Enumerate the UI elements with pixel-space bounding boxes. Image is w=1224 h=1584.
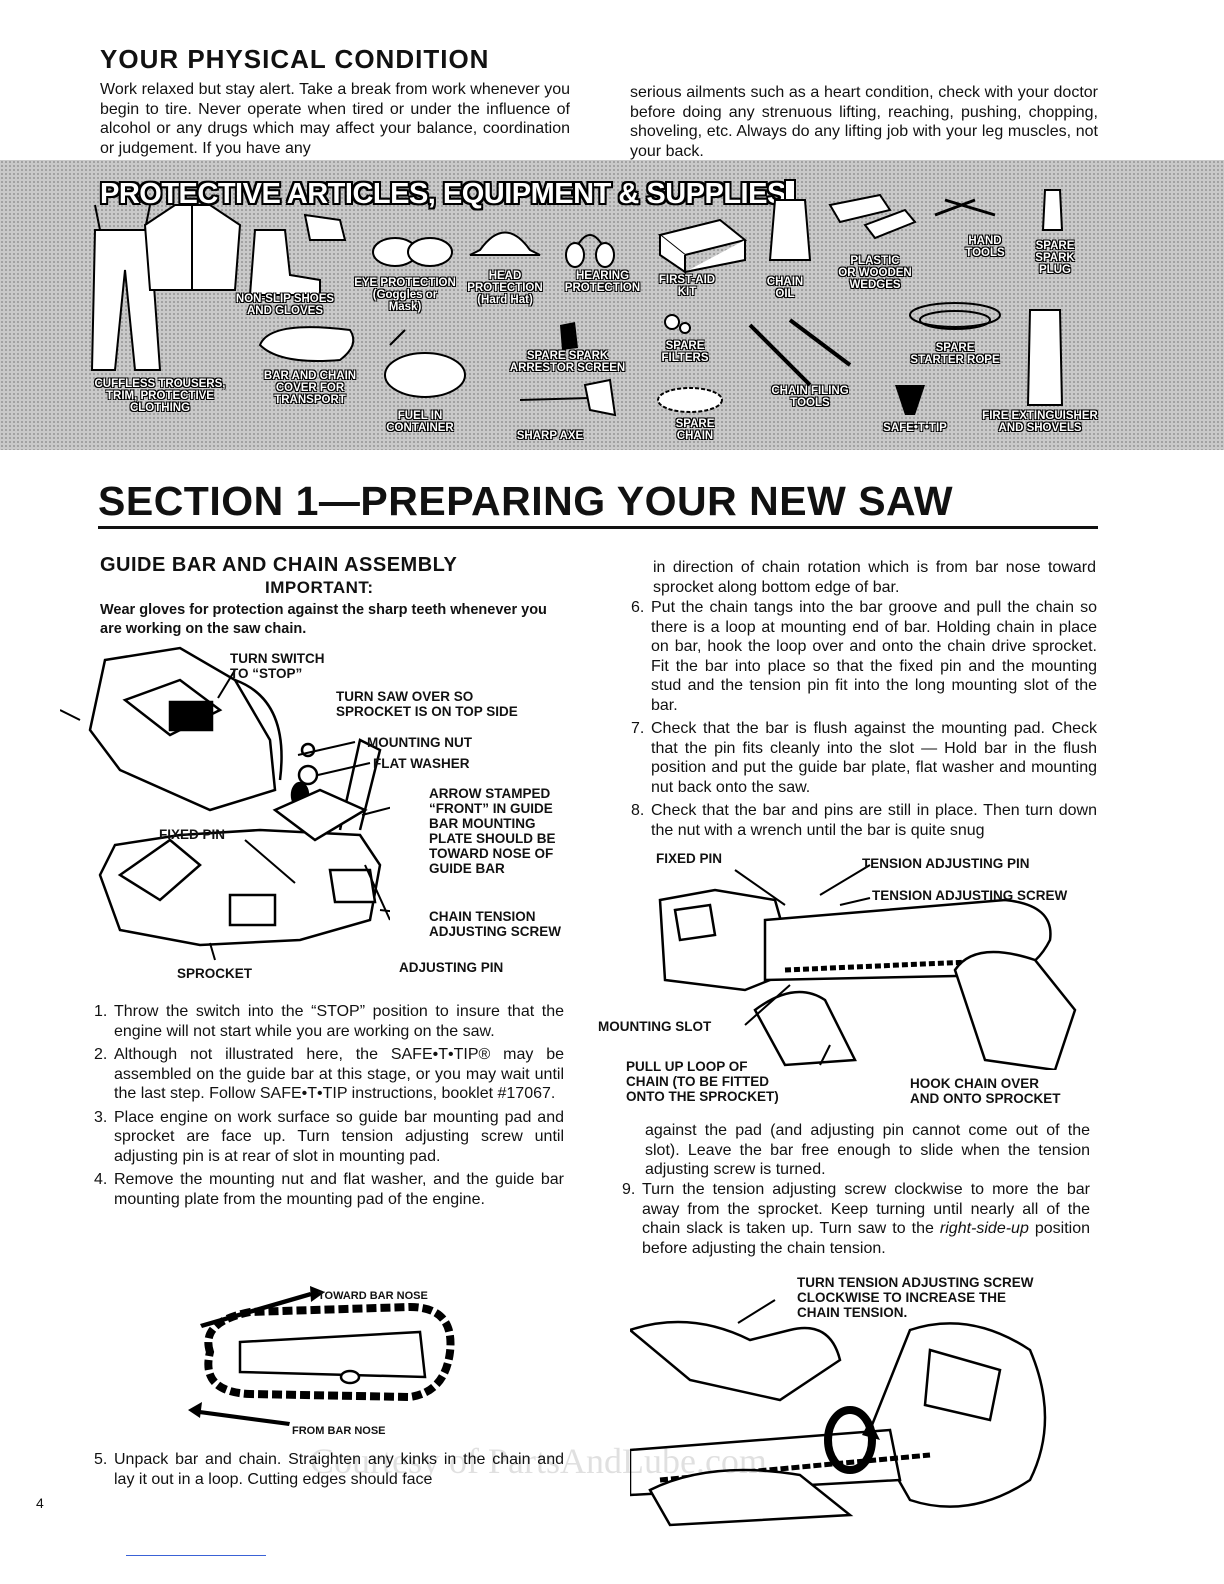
- callout-from-nose: FROM BAR NOSE: [292, 1425, 386, 1437]
- callout-hook-chain: HOOK CHAIN OVER AND ONTO SPROCKET: [910, 1076, 1061, 1106]
- callout-fixed-pin: FIXED PIN: [159, 827, 226, 842]
- callout-turn-switch: TURN SWITCH TO “STOP”: [230, 651, 325, 681]
- callout-mounting-nut: MOUNTING NUT: [367, 735, 472, 750]
- filters-icon: [664, 314, 691, 334]
- section-title: SECTION 1—PREPARING YOUR NEW SAW: [98, 478, 954, 524]
- section-divider: [98, 526, 1098, 529]
- steps-right: 6.Put the chain tangs into the bar groov…: [631, 598, 1097, 844]
- warning-text: Wear gloves for protection against the s…: [100, 602, 547, 637]
- callout-pull-up: PULL UP LOOP OF CHAIN (TO BE FITTED ONTO…: [626, 1059, 779, 1104]
- protective-equipment-banner: PROTECTIVE ARTICLES, EQUIPMENT & SUPPLIE…: [0, 160, 1224, 450]
- callout-right-fixed-pin: FIXED PIN: [656, 851, 723, 866]
- assembly-heading: GUIDE BAR AND CHAIN ASSEMBLY: [100, 554, 458, 576]
- label-bar-cover: BAR AND CHAIN COVER FOR TRANSPORT: [263, 370, 357, 406]
- label-spark-plug: SPARE SPARK PLUG: [1035, 240, 1075, 276]
- label-hand-tools: HAND TOOLS: [965, 235, 1005, 259]
- label-eye: EYE PROTECTION (Goggles or Mask): [354, 277, 456, 313]
- label-starter-rope: SPARE STARTER ROPE: [910, 342, 1000, 366]
- list-item: 9.Turn the tension adjusting screw clock…: [622, 1181, 1091, 1257]
- callout-turn-saw: TURN SAW OVER SO SPROCKET IS ON TOP SIDE: [336, 689, 518, 719]
- physical-condition-title: YOUR PHYSICAL CONDITION: [100, 44, 490, 74]
- bar-cover-icon: [258, 326, 355, 362]
- list-item: 1.Throw the switch into the “STOP” posit…: [94, 1003, 564, 1040]
- goggles-icon: [372, 237, 453, 267]
- jacket-icon: [143, 204, 242, 291]
- callout-arrow-stamped: ARROW STAMPED “FRONT” IN GUIDE BAR MOUNT…: [429, 786, 556, 876]
- label-axe: SHARP AXE: [516, 430, 584, 442]
- axe-icon: [519, 378, 617, 417]
- starter-rope-icon: [909, 302, 1001, 330]
- label-filters: SPARE FILTERS: [661, 340, 709, 364]
- callout-right-tension-pin: TENSION ADJUSTING PIN: [862, 856, 1030, 871]
- file-tools-icon: [748, 318, 852, 387]
- hand-tools-icon: [934, 198, 996, 217]
- label-extinguisher: FIRE EXTINGUISHER AND SHOVELS: [982, 410, 1098, 434]
- step-5: 5.Unpack bar and chain. Straighten any k…: [94, 1450, 564, 1493]
- callout-flat-washer: FLAT WASHER: [373, 756, 470, 771]
- label-fuel: FUEL IN CONTAINER: [386, 410, 454, 434]
- list-item: 5.Unpack bar and chain. Straighten any k…: [94, 1451, 564, 1488]
- callout-chain-tension: CHAIN TENSION ADJUSTING SCREW: [429, 909, 562, 939]
- fire-extinguisher-icon: [1026, 309, 1064, 406]
- first-aid-kit-icon: [657, 218, 748, 274]
- spark-arrestor-icon: [560, 322, 578, 350]
- physical-right-text: serious ailments such as a heart conditi…: [630, 84, 1098, 160]
- label-hearing: HEARING PROTECTION: [564, 270, 641, 294]
- wedges-icon: [828, 193, 917, 240]
- spark-plug-icon: [1041, 189, 1064, 231]
- banner-title: PROTECTIVE ARTICLES, EQUIPMENT & SUPPLIE…: [100, 178, 786, 210]
- step-9: 9.Turn the tension adjusting screw clock…: [622, 1180, 1090, 1262]
- steps-left: 1.Throw the switch into the “STOP” posit…: [94, 1002, 564, 1213]
- list-item: 7.Check that the bar is flush against th…: [631, 720, 1097, 796]
- callout-right-tension-screw: TENSION ADJUSTING SCREW: [872, 888, 1068, 903]
- watermark: Courtesy of PartsAndLube.com: [310, 1441, 767, 1481]
- chain-loop-figure: [188, 1286, 455, 1426]
- list-item: 4.Remove the mounting nut and flat washe…: [94, 1171, 564, 1208]
- label-safe-t-tip: SAFE•T•TIP: [883, 422, 947, 434]
- callout-toward-nose: TOWARD BAR NOSE: [318, 1290, 428, 1302]
- equipment-illustration: [90, 179, 1064, 417]
- physical-left-text: Work relaxed but stay alert. Take a brea…: [100, 81, 570, 157]
- list-item: 3.Place engine on work surface so guide …: [94, 1108, 564, 1165]
- callout-mounting-slot: MOUNTING SLOT: [598, 1019, 712, 1034]
- chain-oil-bottle-icon: [768, 179, 812, 261]
- label-filing: CHAIN FILING TOOLS: [771, 385, 849, 409]
- callout-turn-tension: TURN TENSION ADJUSTING SCREW CLOCKWISE T…: [797, 1275, 1034, 1320]
- list-item: 6.Put the chain tangs into the bar groov…: [631, 599, 1097, 714]
- tension-adjust-figure: [630, 1299, 1047, 1527]
- label-chain-oil: CHAIN OIL: [766, 276, 804, 300]
- ear-muffs-icon: [565, 234, 615, 268]
- right-intro: in direction of chain rotation which is …: [653, 559, 1096, 596]
- label-wedges: PLASTIC OR WOODEN WEDGES: [838, 255, 912, 291]
- spare-chain-icon: [657, 387, 723, 413]
- label-spare-chain: SPARE CHAIN: [675, 418, 715, 442]
- page-number: 4: [36, 1495, 44, 1511]
- callout-adjusting-pin: ADJUSTING PIN: [399, 960, 504, 975]
- label-non-slip: NON-SLIP SHOES AND GLOVES: [235, 293, 335, 317]
- right-after: against the pad (and adjusting pin canno…: [645, 1122, 1090, 1178]
- hard-hat-icon: [469, 231, 541, 256]
- safe-t-tip-icon: [895, 385, 925, 415]
- list-item: 8.Check that the bar and pins are still …: [631, 802, 1097, 839]
- boots-icon: [248, 213, 347, 296]
- label-first-aid: FIRST-AID KIT: [658, 274, 716, 298]
- fuel-container-icon: [384, 329, 466, 398]
- important-heading: IMPORTANT:: [265, 578, 374, 597]
- saw-engine-figure: [60, 646, 390, 961]
- bar-fitting-figure: [658, 864, 1077, 1070]
- list-item: 2.Although not illustrated here, the SAF…: [94, 1046, 564, 1102]
- label-trousers: CUFFLESS TROUSERS, TRIM, PROTECTIVE CLOT…: [94, 378, 226, 414]
- callout-sprocket: SPROCKET: [177, 966, 253, 981]
- label-head: HEAD PROTECTION (Hard Hat): [467, 270, 543, 306]
- bottom-link-rule: [126, 1555, 266, 1556]
- label-arrestor: SPARE SPARK ARRESTOR SCREEN: [509, 350, 626, 374]
